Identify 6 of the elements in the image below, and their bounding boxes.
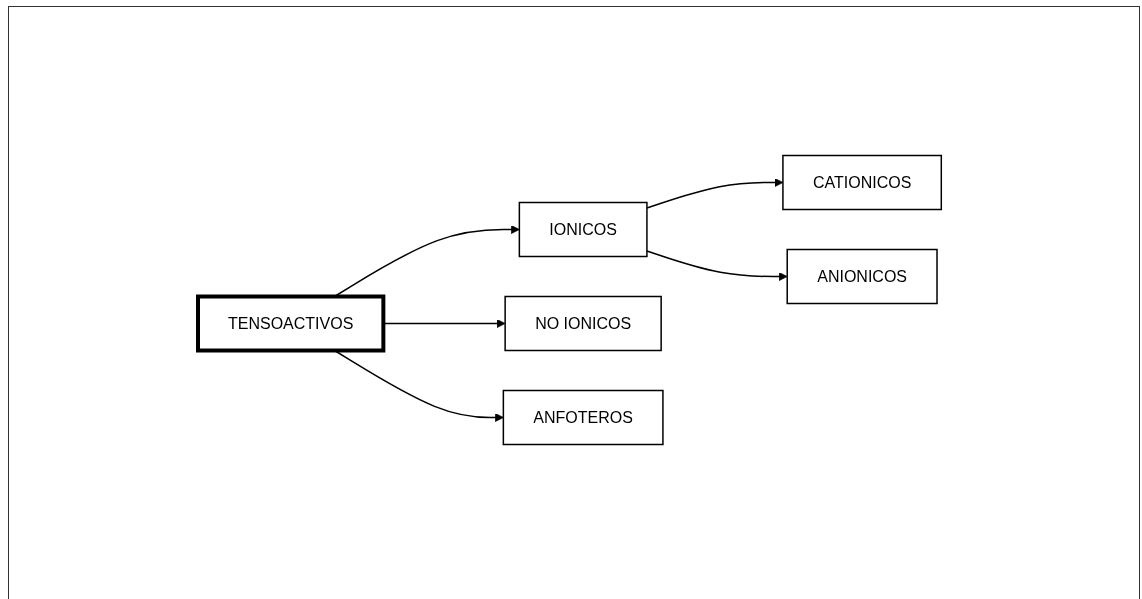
node-box: IONICOS	[518, 201, 648, 258]
node-box: ANIONICOS	[786, 248, 939, 305]
node-box: ANFOTEROS	[502, 389, 664, 446]
node-box: TENSOACTIVOS	[196, 294, 386, 353]
node-box: CATIONICOS	[782, 154, 943, 211]
node-box: NO IONICOS	[504, 295, 663, 352]
